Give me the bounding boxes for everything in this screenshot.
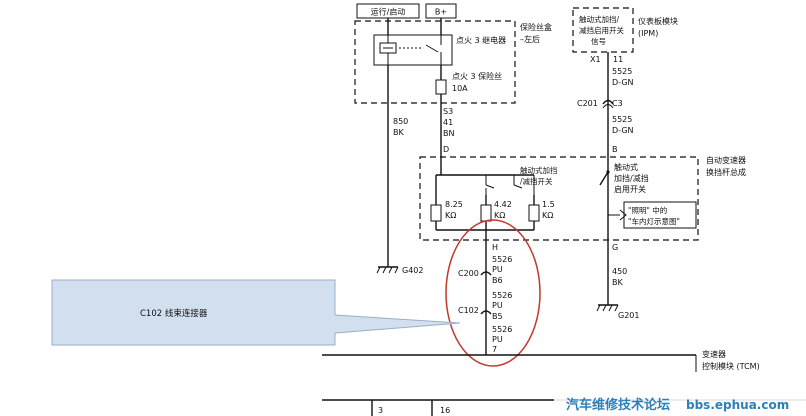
watermark-cn: 汽车维修技术论坛 [566,397,670,413]
shifter-label-2: 换挡杆总成 [706,167,746,177]
center-wire-pin-d: D [443,145,449,154]
ipm-label-1: 仪表板模块 [638,16,678,26]
relay-label: 点火 3 继电器 [456,35,506,45]
c102-callout [51,279,461,346]
fuse-box-outline [354,20,516,104]
ignition-3-relay [373,34,453,66]
fuse-box-label-2: –左后 [520,34,540,44]
center-wire-color: BN [443,129,454,138]
harness-pin-7: 7 [492,345,497,354]
tap-switch-symbol [485,175,535,195]
connector-c201-label: C201 [577,99,598,108]
ipm-label-2: (IPM) [638,29,658,38]
right-wire-num-top: 5525 [612,67,632,76]
left-wire-color: BK [393,128,404,137]
left-wire-number: 850 [393,117,408,126]
lamp-ref-line-2: "车内灯示意图" [628,216,680,226]
harness-color-3: PU [492,335,503,344]
tcm-pin-3: 3 [378,406,383,415]
ipm-pin-11: 11 [613,55,623,64]
resistor-1-value: 8.25 [445,200,463,209]
resistor-4-42k [480,204,492,222]
ground-g402-symbol [376,266,399,274]
right-wire-pin-b: B [612,145,618,154]
right-wire-num-mid: 5525 [612,115,632,124]
highlight-ellipse [445,219,541,367]
tap-switch-label-1: 触动式加挡 [520,165,558,175]
ground-g201-symbol [596,304,619,312]
harness-wire-1: 5526 [492,255,512,264]
fuse-label: 点火 3 保险丝 [452,71,502,81]
center-wire-number: 41 [443,118,453,127]
shifter-outline [419,156,699,241]
ipm-text-1: 触动式加挡/ [579,14,619,24]
tap-switch-label-2: /减挡开关 [520,176,553,186]
ignition-3-fuse [435,79,447,95]
ipm-pin-x1: X1 [590,55,601,64]
connector-c102-symbol [480,310,492,315]
resistor-1-5k [528,204,540,222]
right-wire-color-top: D-GN [612,78,634,87]
run-start-label: 运行/启动 [371,7,406,17]
connector-c102-label: C102 [458,306,479,315]
fuse-box-label-1: 保险丝盒 [520,22,552,32]
shifter-label-1: 自动变速器 [706,155,746,165]
resistor-3-unit: KΩ [542,211,553,220]
right-wire-color-mid: D-GN [612,126,634,135]
resistor-3-value: 1.5 [542,200,555,209]
ipm-outline [572,7,634,53]
harness-pin-b6: B6 [492,276,503,285]
battery-box: B+ [425,3,457,19]
tcm-label-1: 变速器 [702,349,726,359]
right-wire-pin-c3: C3 [612,99,623,108]
enable-switch-symbol [599,170,610,186]
harness-color-2: PU [492,301,503,310]
right-wire-color-bottom: BK [612,278,623,287]
enable-switch-label-3: 启用开关 [614,184,646,194]
ground-g402-label: G402 [402,266,423,275]
harness-pin-h: H [492,243,498,252]
fuse-rating: 10A [452,84,468,93]
battery-label: B+ [435,8,447,17]
harness-pin-b5: B5 [492,312,503,321]
resistor-2-unit: KΩ [494,211,505,220]
ground-g201-label: G201 [618,311,639,320]
watermark-bg [554,391,806,416]
lamp-ref-line-1: "照明" 中的 [628,205,667,215]
resistor-2-value: 4.42 [494,200,512,209]
connector-c200-symbol [480,271,492,276]
harness-wire-3: 5526 [492,325,512,334]
harness-color-1: PU [492,265,503,274]
callout-text: C102 线束连接器 [140,308,208,319]
right-wire-pin-g: G [612,243,618,252]
connector-c201-symbol [602,99,614,109]
tcm-pin-16: 16 [440,406,450,415]
resistor-8-25k [430,204,442,222]
enable-switch-label-1: 触动式 [614,162,638,172]
lamp-ref-box [623,201,697,229]
watermark-url: bbs.ephua.com [686,398,789,412]
right-wire-num-bottom: 450 [612,267,627,276]
ipm-text-3: 信号 [591,36,606,46]
connector-c200-label: C200 [458,269,479,278]
center-wire-s3: S3 [443,107,453,116]
harness-wire-2: 5526 [492,291,512,300]
ipm-text-2: 减挡启用开关 [579,25,624,35]
enable-switch-label-2: 加挡/减挡 [614,173,649,183]
resistor-1-unit: KΩ [445,211,456,220]
run-start-box: 运行/启动 [356,3,420,19]
tcm-label-2: 控制模块 (TCM) [702,361,760,371]
